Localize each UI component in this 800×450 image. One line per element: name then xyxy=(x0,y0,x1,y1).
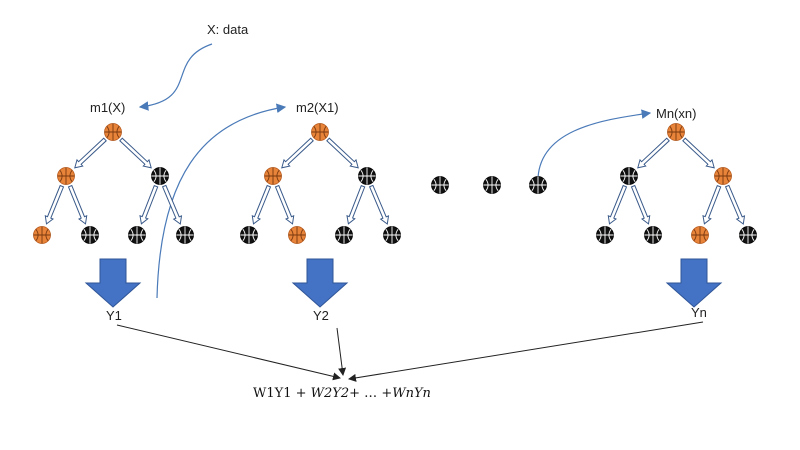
edge-arrow xyxy=(326,137,359,169)
leaf-node xyxy=(240,226,258,244)
model2-label: m2(X1) xyxy=(296,100,339,115)
right-node xyxy=(151,167,169,185)
leaf-node xyxy=(739,226,757,244)
ellipsis-node xyxy=(529,176,547,194)
edge-arrow xyxy=(682,137,715,169)
leaf-node xyxy=(335,226,353,244)
edge-arrow xyxy=(274,184,295,225)
tree-n xyxy=(596,123,757,244)
leaf-node xyxy=(33,226,51,244)
output-arrow-n xyxy=(665,258,723,308)
edge-arrow xyxy=(44,184,65,225)
formula-term-2: W2Y2 xyxy=(310,386,350,401)
dots-to-modeln-curve xyxy=(537,109,652,186)
weighted-sum-formula: W1Y1 + W2Y2+ … +WnYn xyxy=(253,386,431,401)
tree-2 xyxy=(240,123,401,244)
input-to-model1-curve xyxy=(138,43,213,111)
leaf-node xyxy=(176,226,194,244)
output2-label: Y2 xyxy=(313,308,329,323)
tree-1 xyxy=(33,123,194,244)
root-node xyxy=(104,123,122,141)
edge-arrow xyxy=(607,184,628,225)
outputn-label: Yn xyxy=(691,305,707,320)
edge-arrow xyxy=(368,184,390,225)
modeln-label: Mn(xn) xyxy=(656,106,697,121)
y1-to-sum-line xyxy=(116,324,341,381)
formula-term-1: W1Y1 + xyxy=(253,386,311,401)
left-node xyxy=(57,167,75,185)
leaf-node xyxy=(691,226,709,244)
edge-arrow xyxy=(637,137,670,169)
root-node xyxy=(311,123,329,141)
output-arrow-2 xyxy=(291,258,349,308)
leaf-node xyxy=(596,226,614,244)
y1-to-model2-curve xyxy=(156,103,287,299)
leaf-node xyxy=(81,226,99,244)
model1-label: m1(X) xyxy=(90,100,126,115)
edge-arrow xyxy=(119,137,152,169)
y2-to-sum-line xyxy=(336,327,347,376)
right-node xyxy=(358,167,376,185)
leaf-node xyxy=(128,226,146,244)
edge-arrow xyxy=(251,184,272,225)
edge-arrow xyxy=(67,184,88,225)
edge-arrow xyxy=(630,184,651,225)
edge-arrow xyxy=(161,184,183,225)
edge-arrow xyxy=(281,137,314,169)
input-label: X: data xyxy=(207,22,249,37)
leaf-node xyxy=(644,226,662,244)
ellipsis-node xyxy=(431,176,449,194)
formula-term-n: WnYn xyxy=(392,386,431,401)
edge-arrow xyxy=(74,137,107,169)
edge-arrow xyxy=(702,184,722,225)
output-arrow-1 xyxy=(84,258,142,308)
right-node xyxy=(714,167,732,185)
left-node xyxy=(264,167,282,185)
root-node xyxy=(667,123,685,141)
ellipsis-dots xyxy=(431,176,547,194)
left-node xyxy=(620,167,638,185)
leaf-node xyxy=(288,226,306,244)
edge-arrow xyxy=(724,184,746,225)
trees-layer xyxy=(33,123,757,244)
ellipsis-node xyxy=(483,176,501,194)
edge-arrow xyxy=(139,184,159,225)
output1-label: Y1 xyxy=(106,308,122,323)
yn-to-sum-line xyxy=(348,321,704,382)
edge-arrow xyxy=(346,184,366,225)
leaf-node xyxy=(383,226,401,244)
formula-ellipsis: + … + xyxy=(349,386,393,401)
